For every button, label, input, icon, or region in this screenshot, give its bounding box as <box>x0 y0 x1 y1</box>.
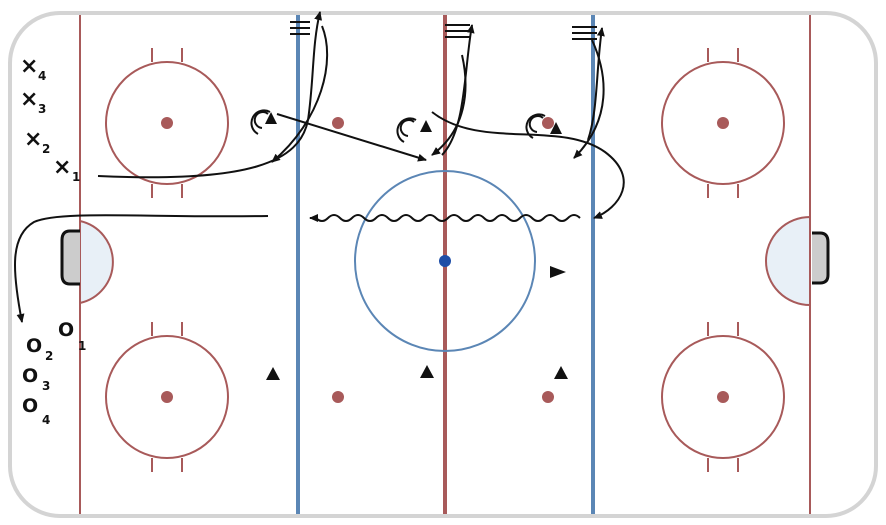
puck-carry-wavy <box>309 214 581 222</box>
skate-path-exit-left <box>14 214 269 323</box>
neutral-dot-top-left <box>332 117 344 129</box>
skate-path-center-down <box>431 54 467 156</box>
svg-text:4: 4 <box>38 69 46 83</box>
neutral-dot-top-right <box>542 117 554 129</box>
svg-text:4: 4 <box>42 413 50 427</box>
pass-marker-1 <box>290 21 310 35</box>
svg-text:2: 2 <box>45 349 53 363</box>
pass-marker-3 <box>572 26 597 40</box>
pylon-3 <box>550 122 562 134</box>
skate-path-right-swoop <box>431 111 625 219</box>
x-player-1: × 1 <box>53 155 80 184</box>
svg-text:3: 3 <box>38 102 46 116</box>
net-left <box>60 229 80 286</box>
skate-path-diagonal <box>276 113 427 162</box>
pylon-4 <box>550 266 566 278</box>
o-player-4: O 4 <box>22 395 50 427</box>
skate-path-long <box>97 11 323 179</box>
x-player-4: × 4 <box>20 54 46 83</box>
svg-text:1: 1 <box>72 170 80 184</box>
net-right <box>812 231 830 285</box>
pivot-icon-3 <box>525 113 546 139</box>
o-player-1: O 1 <box>58 319 86 353</box>
skate-path-return-left <box>271 25 329 163</box>
crease-left <box>79 219 114 305</box>
svg-text:3: 3 <box>42 379 50 393</box>
svg-text:O: O <box>26 335 42 357</box>
svg-text:×: × <box>53 155 71 180</box>
svg-text:O: O <box>58 319 74 341</box>
pylon-6 <box>420 365 434 378</box>
x-player-3: × 3 <box>20 87 46 116</box>
svg-text:×: × <box>24 127 42 152</box>
skate-path-right-down <box>573 39 605 159</box>
crease-right <box>765 215 811 307</box>
skate-path-right-up <box>587 27 605 141</box>
faceoff-circle-bottom-right <box>661 322 785 472</box>
faceoff-circle-top-right <box>661 48 785 198</box>
svg-text:×: × <box>20 54 38 79</box>
o-player-3: O 3 <box>22 365 50 393</box>
center-faceoff-dot <box>439 255 451 267</box>
neutral-dot-bottom-left <box>332 391 344 403</box>
pivot-icon-1 <box>250 109 271 135</box>
svg-text:O: O <box>22 395 38 417</box>
pylon-7 <box>554 366 568 379</box>
center-circle <box>354 170 536 352</box>
svg-text:2: 2 <box>42 142 50 156</box>
svg-text:1: 1 <box>78 339 86 353</box>
neutral-dot-bottom-right <box>542 391 554 403</box>
pylon-1 <box>265 112 277 124</box>
pass-marker-2 <box>445 24 470 38</box>
o-player-2: O 2 <box>26 335 53 363</box>
skate-path-center-up <box>441 24 475 156</box>
pylon-2 <box>420 120 432 132</box>
pylon-5 <box>266 367 280 380</box>
faceoff-circle-bottom-left <box>105 322 229 472</box>
svg-text:×: × <box>20 87 38 112</box>
faceoff-circle-top-left <box>105 48 229 198</box>
x-player-2: × 2 <box>24 127 50 156</box>
pivot-icon-2 <box>396 117 417 143</box>
svg-text:O: O <box>22 365 38 387</box>
